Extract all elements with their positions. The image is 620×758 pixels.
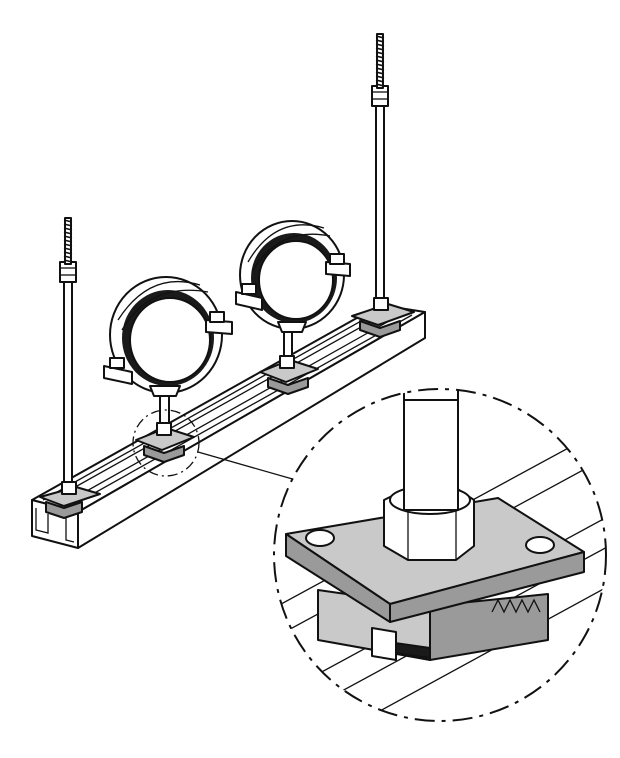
thread-ridge — [63, 231, 73, 235]
thread-ridge — [375, 55, 385, 59]
clamp-support-middle — [259, 329, 319, 395]
thread-ridge — [63, 247, 73, 251]
detail-leader-line — [197, 451, 297, 481]
thread-ridge — [63, 259, 73, 263]
pipe-clamp-left — [103, 276, 233, 397]
thread-ridge — [375, 35, 385, 39]
thread-ridge — [375, 79, 385, 83]
thread-ridge — [375, 51, 385, 55]
nut-serrations — [491, 598, 541, 614]
thread-ridge — [375, 43, 385, 47]
threaded-rod-right — [351, 33, 415, 338]
detail-magnifier — [273, 388, 607, 722]
thread-ridge — [63, 223, 73, 227]
thread-ridge — [375, 83, 385, 87]
thread-ridge — [375, 71, 385, 75]
thread-left — [63, 219, 73, 263]
thread-ridge — [63, 243, 73, 247]
thread-right — [375, 35, 385, 87]
thread-ridge — [375, 63, 385, 67]
thread-ridge — [63, 227, 73, 231]
thread-ridge — [375, 47, 385, 51]
thread-ridge — [375, 59, 385, 63]
thread-ridge — [63, 235, 73, 239]
thread-ridge — [63, 251, 73, 255]
thread-ridge — [63, 219, 73, 223]
thread-ridge — [63, 239, 73, 243]
thread-ridge — [375, 67, 385, 71]
thread-ridge — [375, 75, 385, 79]
strut-channel — [31, 304, 426, 549]
thread-ridge — [375, 39, 385, 43]
thread-ridge — [63, 255, 73, 259]
threaded-rod-left — [39, 217, 101, 519]
pipe-clamp-right — [235, 220, 351, 333]
